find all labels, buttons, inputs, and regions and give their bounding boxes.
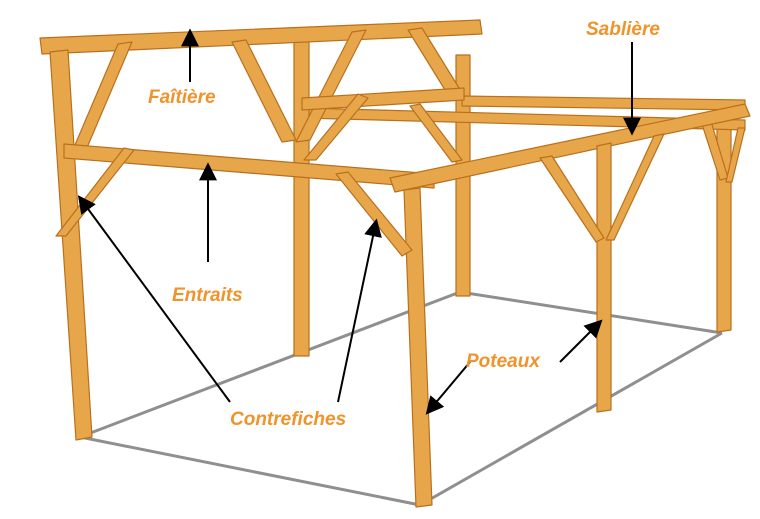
post-front-left [49, 49, 93, 441]
post-front-corner [403, 187, 433, 508]
arrow-poteaux-1 [425, 361, 471, 415]
label-contrefiches: Contrefiches [230, 409, 347, 430]
post-front-middle [596, 142, 612, 413]
brace-left-post [55, 147, 135, 237]
truss-brace-1 [71, 41, 133, 153]
brace-front-3 [605, 133, 665, 241]
rear-top-beam [461, 95, 746, 111]
ridge-beam [39, 19, 483, 55]
brace-mid-truss [303, 93, 369, 161]
arrow-poteaux-2 [559, 319, 603, 363]
truss-brace-2 [231, 39, 297, 143]
post-center-left [293, 29, 310, 357]
timber-frame [39, 19, 751, 508]
arrow-contrefiches-1 [77, 195, 231, 403]
floor-outline [79, 290, 723, 507]
label-poteaux: Poteaux [466, 351, 540, 372]
tie-beam-middle [301, 87, 465, 111]
arrow-contrefiches-2 [337, 218, 382, 403]
brace-rear-right-b [725, 127, 746, 183]
brace-front-2 [539, 155, 605, 243]
brace-mid-truss-2 [409, 103, 463, 163]
label-faitiere: Faîtière [148, 87, 216, 108]
label-entraits: Entraits [172, 285, 243, 306]
callout-arrows [77, 28, 641, 415]
label-sabliere: Sablière [586, 19, 660, 40]
